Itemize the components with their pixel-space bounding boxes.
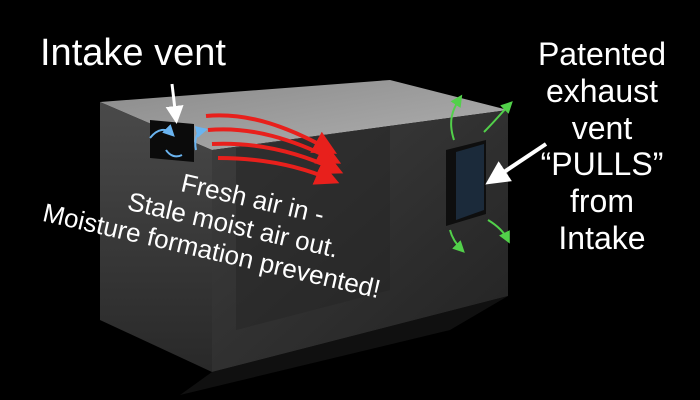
intake-airflow-right — [194, 126, 208, 151]
container-front-face — [100, 102, 212, 372]
exhaust-label-line-1: Patented — [537, 36, 667, 72]
exhaust-airflow-up-left — [450, 94, 463, 141]
container-inner-wall — [236, 126, 390, 330]
intake-vent-icon — [149, 120, 208, 162]
intake-vent-label: Intake vent — [40, 32, 226, 74]
airflow-arrow-4 — [217, 156, 340, 185]
intake-airflow-left — [149, 124, 175, 139]
exhaust-airflow-down-left — [449, 229, 465, 253]
exhaust-airflow-up-right — [483, 101, 513, 133]
exhaust-label-line-6: Intake — [558, 219, 646, 256]
exhaust-vent-label: Patented exhaust vent “PULLS” from Intak… — [512, 36, 692, 257]
exhaust-vent-icon — [446, 94, 513, 253]
intake-pointer-arrow — [165, 83, 184, 124]
exhaust-airflow-down-right — [487, 219, 510, 244]
exhaust-pointer-arrow — [485, 142, 548, 185]
intake-airflow-lower — [165, 149, 183, 158]
exhaust-label-line-5: from — [570, 183, 634, 220]
container-floor — [180, 296, 508, 395]
exhaust-label-line-4: “PULLS” — [540, 146, 664, 183]
airflow-arrows — [205, 113, 344, 185]
exhaust-label-line-2: exhaust — [545, 72, 659, 109]
exhaust-label-line-3: vent — [571, 109, 633, 146]
